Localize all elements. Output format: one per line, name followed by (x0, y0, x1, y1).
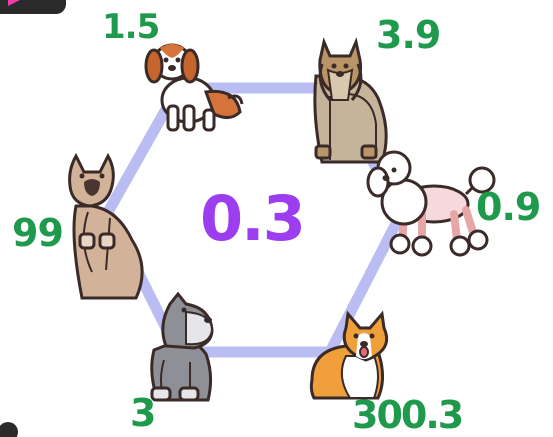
value-bottom-left: 3 (130, 391, 157, 435)
dog-poodle-icon (366, 150, 496, 257)
dog-cavalier-icon (144, 43, 244, 132)
dog-corgi-icon (309, 310, 389, 400)
value-bottom-right: 300.3 (352, 393, 464, 437)
top-badge (0, 0, 66, 14)
play-icon (8, 0, 20, 6)
value-top-right: 3.9 (376, 13, 441, 57)
value-left: 99 (12, 211, 64, 255)
center-value: 0.3 (200, 182, 306, 255)
value-top-left: 1.5 (102, 7, 160, 47)
dog-french-bulldog-icon (68, 152, 144, 300)
corner-badge (0, 422, 18, 437)
dog-schnauzer-icon (150, 291, 214, 402)
value-right: 0.9 (476, 185, 541, 229)
dog-yorkshire-icon (313, 37, 388, 164)
